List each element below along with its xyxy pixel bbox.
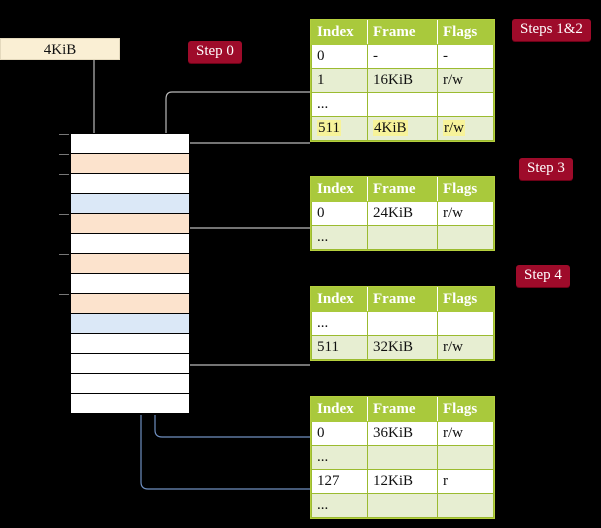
column-header-index: Index — [311, 177, 368, 202]
cell-frame: 16KiB — [367, 68, 438, 93]
memory-row — [71, 394, 189, 414]
virtual-page-box: 4KiB — [0, 38, 120, 60]
cell-frame: 4KiB — [367, 116, 438, 141]
column-header-index: Index — [311, 287, 368, 312]
cell-index: ... — [311, 311, 368, 336]
cell-frame: 32KiB — [367, 335, 438, 360]
badge-steps-1-2: Steps 1&2 — [512, 19, 591, 41]
memory-row — [71, 214, 189, 234]
cell-flags: r/w — [437, 421, 494, 446]
memory-row — [71, 134, 189, 154]
cell-index: 511 — [311, 335, 368, 360]
memory-row — [71, 334, 189, 354]
memory-tick-mark — [59, 254, 69, 255]
column-header-flags: Flags — [437, 287, 494, 312]
memory-row — [71, 374, 189, 394]
memory-tick-mark — [59, 214, 69, 215]
cell-flags — [437, 92, 494, 117]
table-row: 511 4KiB r/w — [311, 116, 494, 141]
memory-row — [71, 354, 189, 374]
cell-frame: 12KiB — [367, 469, 438, 494]
badge-step-0: Step 0 — [188, 41, 242, 63]
highlight-mark: 511 — [317, 120, 341, 136]
column-header-frame: Frame — [367, 20, 438, 45]
cell-frame: 24KiB — [367, 201, 438, 226]
cell-index: 511 — [311, 116, 368, 141]
table-row: ... — [311, 493, 494, 518]
column-header-flags: Flags — [437, 177, 494, 202]
cell-flags: r/w — [437, 201, 494, 226]
cell-index: ... — [311, 493, 368, 518]
cell-frame: - — [367, 44, 438, 69]
virtual-page-label: 4KiB — [43, 42, 77, 58]
table-row: ... — [311, 92, 494, 117]
cell-flags — [437, 445, 494, 470]
badge-step-4: Step 4 — [516, 265, 570, 287]
cell-flags: r/w — [437, 116, 494, 141]
memory-tick-mark — [59, 174, 69, 175]
cell-flags: r/w — [437, 335, 494, 360]
cell-flags — [437, 493, 494, 518]
cell-flags — [437, 225, 494, 250]
cell-frame — [367, 311, 438, 336]
column-header-flags: Flags — [437, 397, 494, 422]
cell-index: 127 — [311, 469, 368, 494]
cell-index: 1 — [311, 68, 368, 93]
memory-row — [71, 234, 189, 254]
column-header-flags: Flags — [437, 20, 494, 45]
column-header-frame: Frame — [367, 177, 438, 202]
highlight-mark: r/w — [443, 120, 465, 136]
memory-tick-mark — [59, 294, 69, 295]
connector-pml4-row511 — [178, 142, 310, 160]
column-header-frame: Frame — [367, 287, 438, 312]
memory-row — [71, 314, 189, 334]
connector-pdpt-row0 — [178, 227, 310, 247]
table-row: ... — [311, 311, 494, 336]
cell-index: ... — [311, 445, 368, 470]
cell-index: 0 — [311, 421, 368, 446]
cell-frame — [367, 493, 438, 518]
cell-frame — [367, 445, 438, 470]
memory-row — [71, 174, 189, 194]
cell-flags: r — [437, 469, 494, 494]
cell-frame: 36KiB — [367, 421, 438, 446]
memory-row — [71, 294, 189, 314]
badge-step-3: Step 3 — [519, 158, 573, 180]
table-row: 0-- — [311, 44, 494, 69]
table-row: ... — [311, 225, 494, 250]
highlight-mark: 4KiB — [373, 120, 408, 136]
table-row: ... — [311, 445, 494, 470]
memory-row — [71, 154, 189, 174]
memory-tick-mark — [59, 134, 69, 135]
cell-flags: - — [437, 44, 494, 69]
column-header-index: Index — [311, 20, 368, 45]
memory-row — [71, 254, 189, 274]
memory-row — [71, 194, 189, 214]
cell-frame — [367, 225, 438, 250]
cell-index: ... — [311, 92, 368, 117]
column-header-frame: Frame — [367, 397, 438, 422]
memory-tick-mark — [59, 154, 69, 155]
cell-index: 0 — [311, 44, 368, 69]
cell-flags — [437, 311, 494, 336]
memory-row — [71, 274, 189, 294]
physical-memory-column — [59, 133, 190, 415]
column-header-index: Index — [311, 397, 368, 422]
connector-pd-row511 — [178, 335, 310, 366]
cell-frame — [367, 92, 438, 117]
cell-flags: r/w — [437, 68, 494, 93]
cell-index: ... — [311, 225, 368, 250]
cell-index: 0 — [311, 201, 368, 226]
